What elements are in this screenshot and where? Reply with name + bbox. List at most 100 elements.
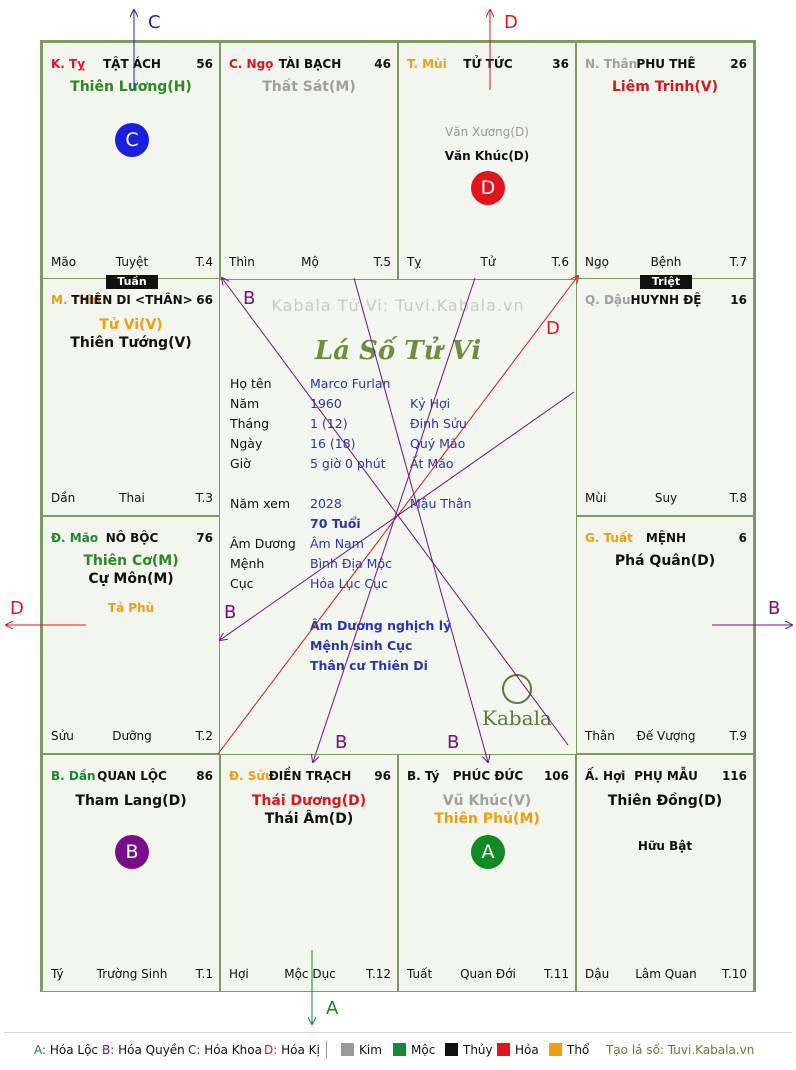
info-key: Tháng (230, 416, 270, 431)
legend-key: C: (188, 1043, 201, 1057)
main-star: Vũ Khúc(V) (442, 793, 532, 809)
palace-branch: C. Ngọ (229, 57, 274, 71)
palace-footer: Thìn Mộ T.5 (229, 255, 391, 271)
element-legend: Mộc (393, 1043, 435, 1059)
palace-branch: N. Thân (585, 57, 638, 71)
palace-header: B. Dần QUAN LỘC 86 (51, 769, 213, 785)
legend-value: Hóa Kị (281, 1043, 320, 1057)
palace-house: MỆNH (645, 531, 687, 545)
element-name: Thủy (463, 1043, 493, 1057)
palace-house: ĐIỀN TRẠCH (268, 769, 352, 783)
main-star: Thiên Lương(H) (70, 79, 192, 95)
footer-stage: Đế Vượng (636, 729, 696, 743)
info-value: 70 Tuổi (310, 516, 361, 531)
element-legend: Thủy (445, 1043, 493, 1059)
footer-stage: Dưỡng (112, 729, 152, 743)
footer-branch: Thân (585, 729, 615, 743)
palace-age: 96 (374, 769, 391, 783)
footer-stage: Bệnh (650, 255, 682, 269)
footer-range: T.3 (195, 491, 213, 505)
main-star: Cự Môn(M) (88, 571, 174, 587)
minor-star: Hữu Bật (637, 839, 693, 853)
footer-stage: Trường Sinh (96, 967, 168, 981)
palace-age: 76 (196, 531, 213, 545)
tree-icon (502, 674, 532, 704)
footer-range: T.10 (722, 967, 747, 981)
main-star: Liêm Trinh(V) (612, 79, 718, 95)
palace-age: 116 (721, 769, 747, 783)
main-star: Thất Sát(M) (262, 79, 356, 95)
info-key: Họ tên (230, 376, 272, 391)
info-canchi: Quý Mão (410, 436, 466, 451)
element-swatch (549, 1043, 562, 1056)
palace-header: C. Ngọ TÀI BẠCH 46 (229, 57, 391, 73)
footer-range: T.4 (195, 255, 213, 269)
palace-header: Đ. Sửu ĐIỀN TRẠCH 96 (229, 769, 391, 785)
footer-range: T.1 (195, 967, 213, 981)
palace-branch: Ấ. Hợi (585, 769, 626, 783)
main-star: Thiên Đồng(D) (607, 793, 723, 809)
info-canchi: Kỷ Hợi (410, 396, 451, 411)
minor-star: Tả Phù (107, 601, 155, 615)
line-p2 (220, 391, 575, 640)
footer-stage: Quan Đới (460, 967, 516, 981)
palace-header: N. Thân PHU THÊ 26 (585, 57, 747, 73)
line-label-b2: B (224, 602, 237, 623)
legend-key: D: (264, 1043, 278, 1057)
line-p4 (353, 277, 488, 762)
legend-item: B: Hóa Quyền (102, 1043, 185, 1059)
footer-stage: Mộc Dục (284, 967, 336, 981)
footer-stage: Mộ (301, 255, 319, 269)
info-row: Họ tên Marco Furlan (220, 376, 576, 394)
label-d-top: D (504, 12, 518, 33)
palace-cell: C. Ngọ TÀI BẠCH 46 Thất Sát(M) Thìn Mộ T.… (220, 42, 398, 280)
footer-branch: Mùi (585, 491, 607, 505)
main-star: Tham Lang(D) (75, 793, 187, 809)
line-label-b1: B (243, 288, 256, 309)
info-value: 5 giờ 0 phút (310, 456, 386, 471)
footer-range: T.6 (551, 255, 569, 269)
footer-range: T.8 (729, 491, 747, 505)
info-row: Ngày 16 (18) Quý Mão (220, 436, 576, 454)
label-b-right: B (768, 598, 781, 619)
footer-stage: Suy (654, 491, 678, 505)
site-credit[interactable]: Tạo lá số: Tuvi.Kabala.vn (606, 1043, 755, 1057)
palace-header: G. Tuất MỆNH 6 (585, 531, 747, 547)
palace-branch: Đ. Mão (51, 531, 99, 545)
palace-branch: M. Thìn (51, 293, 102, 307)
legend-value: Hóa Lộc (49, 1043, 99, 1057)
palace-footer: Mùi Suy T.8 (585, 491, 747, 507)
palace-age: 46 (374, 57, 391, 71)
info-row: Âm Dương Âm Nam (220, 536, 576, 554)
info-value: Âm Nam (310, 536, 364, 551)
footer-branch: Tuất (407, 967, 433, 981)
palace-header: Ấ. Hợi PHỤ MẪU 116 (585, 769, 747, 785)
palace-house: HUYNH ĐỆ (630, 293, 702, 307)
footer-stage: Lâm Quan (635, 967, 697, 981)
info-canchi: Đinh Sửu (410, 416, 467, 431)
legend-value: Hóa Khoa (204, 1043, 262, 1057)
info-value: 1 (12) (310, 416, 348, 431)
palace-age: 36 (552, 57, 569, 71)
main-star: Thái Dương(D) (251, 793, 367, 809)
palace-house: TẬT ÁCH (103, 57, 161, 71)
transform-badge: B (115, 835, 149, 869)
palace-header: Q. Dậu HUYNH ĐỆ 16 (585, 293, 747, 309)
tuan-tag: Tuần (106, 275, 158, 289)
main-star: Tử Vi(V) (99, 317, 163, 333)
info-row: Cục Hỏa Lục Cục (220, 576, 576, 594)
footer-branch: Hợi (229, 967, 249, 981)
legend-divider (4, 1032, 792, 1033)
element-swatch (497, 1043, 510, 1056)
label-a-bottom: A (326, 998, 339, 1019)
info-key: Năm (230, 396, 260, 411)
palace-age: 86 (196, 769, 213, 783)
palace-header: T. Mùi TỬ TỨC 36 (407, 57, 569, 73)
palace-header: Đ. Mão NÔ BỘC 76 (51, 531, 213, 547)
info-key: Ngày (230, 436, 263, 451)
line-p3 (313, 277, 476, 762)
transform-badge: A (471, 835, 505, 869)
